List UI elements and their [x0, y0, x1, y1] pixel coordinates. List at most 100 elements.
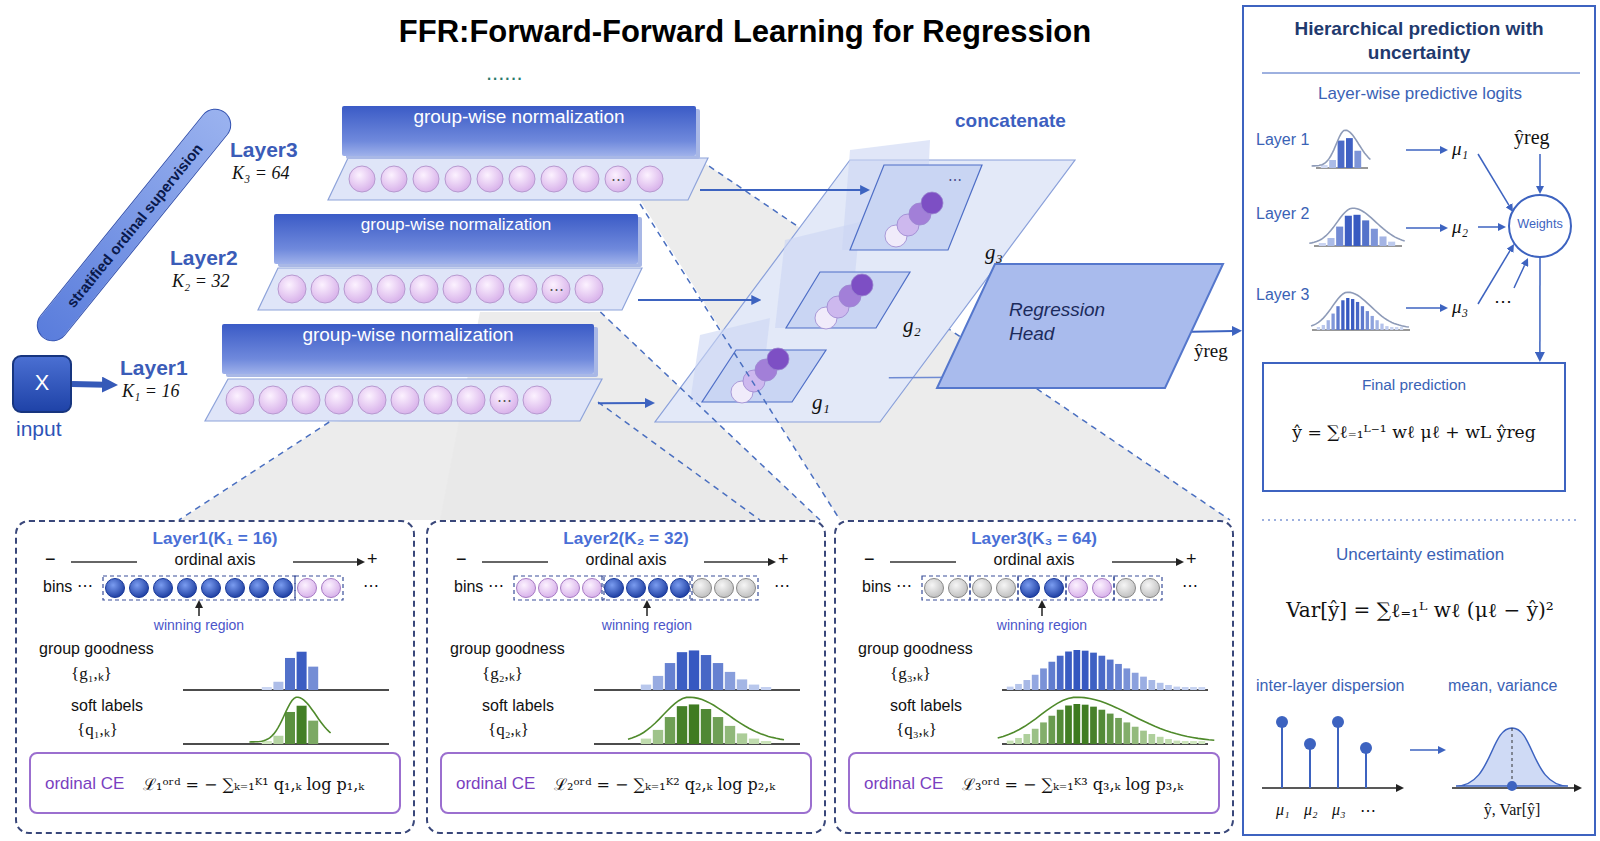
input-symbol: X — [14, 370, 70, 396]
histogram-bar — [1390, 327, 1393, 330]
bin-group — [514, 576, 604, 600]
histogram-bar — [273, 736, 283, 744]
loss-formula: ℒ₃ᵒʳᵈ = − ∑ₖ₌₁ᴷ³ q₃,ₖ log p₃,ₖ — [962, 773, 1183, 795]
bin — [671, 579, 690, 598]
arrow — [1539, 154, 1541, 186]
bin-group — [922, 576, 970, 600]
arrow — [1406, 307, 1440, 309]
text-label: μ₃ — [1332, 801, 1346, 819]
histogram-bar — [1190, 741, 1197, 744]
histogram-bar — [665, 663, 675, 690]
bin — [250, 579, 269, 598]
histogram-bar — [1182, 741, 1189, 744]
histogram-bar — [689, 650, 699, 690]
axis-line — [890, 561, 956, 562]
text-label: ordinal axis — [994, 551, 1075, 569]
neuron — [358, 386, 386, 414]
layer-name: Layer2 — [170, 246, 238, 270]
connector — [700, 189, 862, 191]
text-label: − — [864, 549, 875, 570]
text-label: μ₂ — [1304, 801, 1318, 819]
connector — [640, 204, 840, 520]
neuron — [637, 166, 663, 192]
bin — [274, 579, 293, 598]
concat-title: concatenate — [955, 110, 1066, 132]
text-label: bins — [862, 578, 891, 596]
connector — [1539, 258, 1541, 354]
feature-ball — [851, 274, 873, 296]
stem-head — [1332, 716, 1344, 728]
neuron — [391, 386, 419, 414]
arrow — [293, 561, 357, 562]
stem-head — [1276, 716, 1288, 728]
bin — [605, 579, 624, 598]
bin — [130, 579, 149, 598]
text-label: winning region — [154, 617, 244, 633]
histogram-bar — [1115, 664, 1122, 690]
histogram-bar — [308, 667, 318, 690]
layer-block: Layer2K₂ = 32group-wise normalization — [168, 208, 638, 312]
bin — [298, 579, 317, 598]
histogram-bar — [1400, 327, 1403, 330]
text-label: bins — [454, 578, 483, 596]
bin — [178, 579, 197, 598]
text-label: + — [1186, 549, 1197, 570]
head-outline — [937, 264, 1223, 388]
text-label: soft labels — [482, 697, 554, 715]
histogram-bar — [1385, 326, 1388, 330]
histogram-bar — [1338, 141, 1345, 168]
stem-head — [1360, 742, 1372, 754]
neuron — [381, 166, 407, 192]
neuron — [490, 386, 518, 414]
histogram-bar — [1395, 327, 1398, 330]
histogram-bar — [1356, 302, 1359, 330]
concat-slot — [786, 272, 910, 328]
regression-head: Regression Head — [935, 262, 1225, 390]
bin — [1069, 579, 1088, 598]
histogram-bar — [1065, 652, 1072, 690]
bin-group — [295, 576, 343, 600]
text-label: μ₃ — [1452, 296, 1468, 318]
arrow — [1406, 227, 1440, 229]
bin — [1045, 579, 1064, 598]
neuron — [476, 275, 504, 303]
histogram-bar — [262, 687, 272, 690]
bin-group — [103, 576, 295, 600]
separator — [1262, 73, 1580, 74]
bin — [539, 579, 558, 598]
connector — [179, 422, 329, 520]
layer-size: K₃ = 64 — [232, 163, 289, 184]
neuron — [509, 275, 537, 303]
normalization-face: group-wise normalization — [274, 214, 638, 264]
panel-title: Layer3(K₃ = 64) — [836, 528, 1232, 549]
text-label: soft labels — [890, 697, 962, 715]
histogram-bar — [1327, 238, 1334, 246]
neuron — [542, 275, 570, 303]
text-label: ⋯ — [363, 576, 379, 595]
text-label: + — [367, 549, 378, 570]
text-label: ⋯ — [1360, 801, 1376, 820]
layer-name: Layer1 — [120, 356, 188, 380]
bin-group — [1114, 576, 1162, 600]
text-label: ⋯ — [774, 576, 790, 595]
text-label: ŷ, Var[ŷ] — [1484, 801, 1541, 819]
ordinal-ce-box: ordinal CEℒ₂ᵒʳᵈ = − ∑ₖ₌₁ᴷ² q₂,ₖ log p₂,ₖ — [440, 752, 812, 814]
text-label: − — [456, 549, 467, 570]
text-label: μ₁ — [1452, 138, 1468, 160]
text-label: ŷreg — [1514, 126, 1550, 149]
concat-slot — [702, 350, 826, 402]
histogram-bar — [1173, 687, 1180, 690]
layer-name: Layer3 — [230, 138, 298, 162]
stem — [1309, 744, 1311, 788]
histogram-bar — [1090, 707, 1097, 744]
text-label: Layer 2 — [1256, 205, 1309, 223]
neuron — [575, 275, 603, 303]
histogram-bar — [1007, 741, 1014, 744]
neuron — [292, 386, 320, 414]
histogram-bar — [1379, 236, 1386, 246]
text-label: μ₁ — [1276, 801, 1290, 819]
histogram-bar — [653, 730, 663, 744]
text-label: μ₂ — [1452, 216, 1468, 238]
histogram-bar — [1375, 320, 1378, 330]
